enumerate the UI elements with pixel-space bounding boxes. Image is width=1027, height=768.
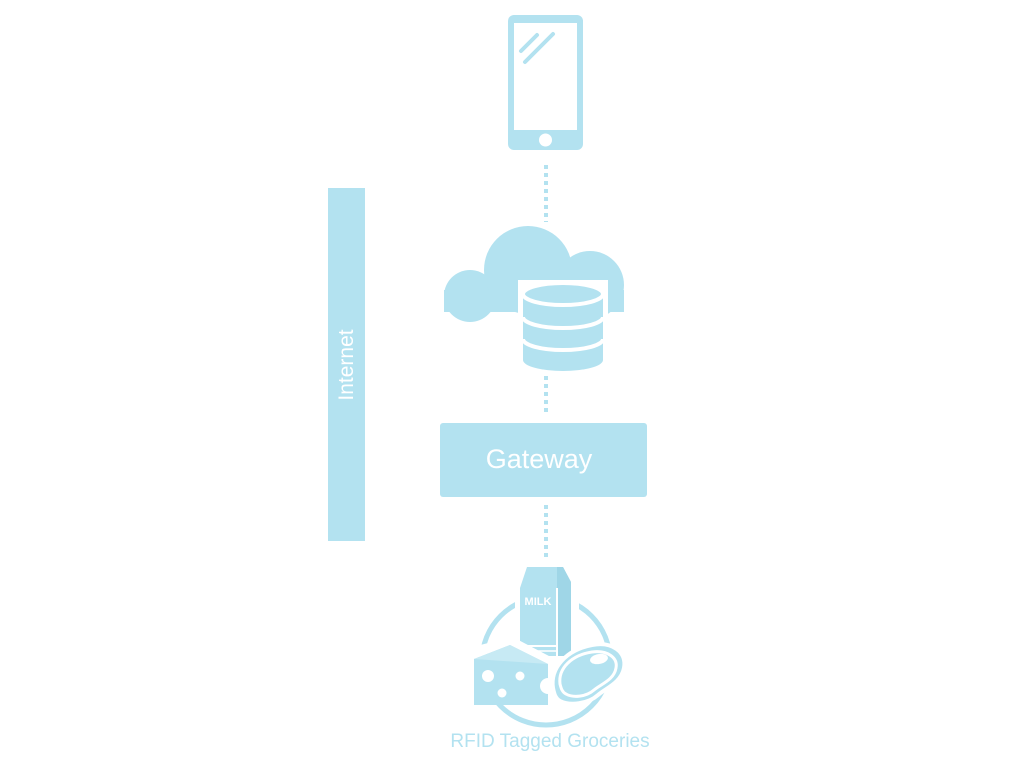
internet-bar: Internet bbox=[328, 188, 365, 541]
smartphone-icon bbox=[508, 15, 583, 150]
gateway-label: Gateway bbox=[486, 444, 593, 474]
groceries-icon: MILK bbox=[466, 560, 627, 728]
milk-label: MILK bbox=[525, 596, 552, 608]
internet-label: Internet bbox=[335, 329, 358, 400]
steak-icon bbox=[550, 642, 627, 706]
cloud-database-icon bbox=[444, 226, 624, 375]
gateway-node: Gateway bbox=[440, 423, 647, 497]
cheese-icon bbox=[466, 637, 557, 705]
groceries-caption: RFID Tagged Groceries bbox=[450, 731, 649, 752]
